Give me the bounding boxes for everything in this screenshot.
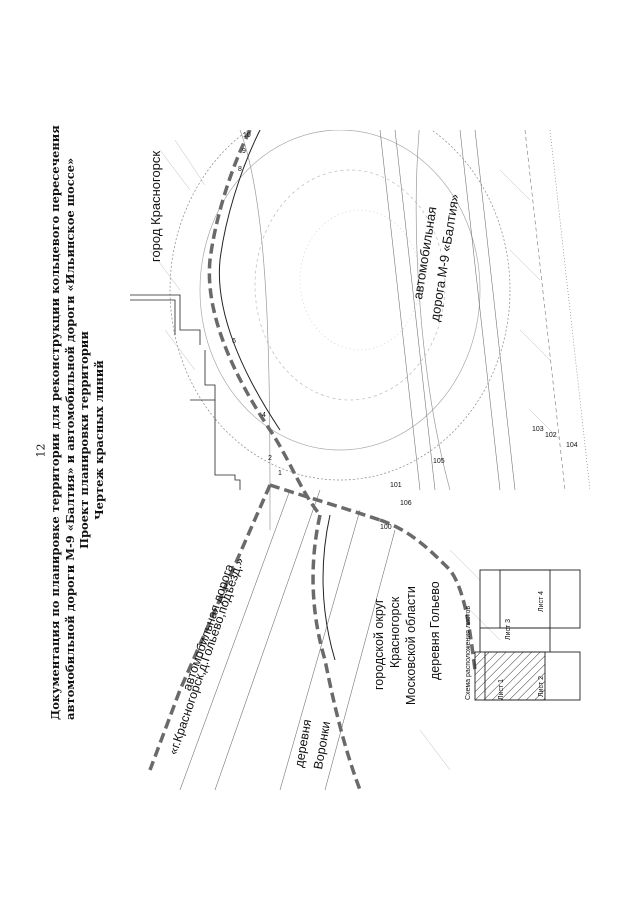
point-number: 2: [268, 455, 272, 462]
terrain-hatching: [149, 139, 561, 771]
golyevo-village-label: деревня Гольево: [428, 581, 442, 680]
point-number: 106: [400, 500, 412, 507]
point-number: 8: [238, 166, 242, 173]
point-number: 104: [566, 442, 578, 449]
point-number: 10: [243, 132, 251, 139]
red-line-boundary-thin: [218, 130, 336, 661]
inset-title: Схема расположения листов: [465, 605, 472, 700]
red-line-boundary: [148, 130, 477, 790]
city-label: город Красногорск: [148, 150, 163, 262]
inset-sheet-1: Лист 1: [498, 678, 505, 700]
title-line-1: Документация по планировке территории дл…: [48, 125, 62, 720]
golyevo-road-lanes: [179, 489, 396, 790]
district-label-line-1: городской округ: [372, 598, 386, 690]
roundabout: [169, 130, 511, 531]
title-block: Документация по планировке территории дл…: [48, 125, 128, 720]
point-number: 102: [545, 432, 557, 439]
point-number: 6: [232, 338, 236, 345]
title-line-2: автомобильной дороги М-9 «Балтия» и авто…: [62, 157, 77, 720]
point-number: 103: [532, 426, 544, 433]
district-label-line-3: Московской области: [404, 586, 418, 705]
point-number: 105: [433, 458, 445, 465]
baltia-highway-lanes: [379, 130, 590, 491]
point-number: 1: [278, 470, 282, 477]
inset-sheet-3: Лист 3: [505, 618, 512, 640]
building-outline: [130, 294, 241, 490]
title-line-4: Чертеж красных линий: [91, 360, 106, 520]
inset-sheet-2: Лист 2: [538, 675, 545, 697]
map-drawing: [130, 130, 590, 790]
inset-sheet-scheme: [474, 569, 581, 701]
district-label-line-2: Красногорск: [388, 596, 402, 668]
point-number: 4: [262, 412, 266, 419]
point-number: 9: [242, 148, 246, 155]
title-line-3: Проект планировки территории: [77, 331, 91, 549]
inset-sheet-4: Лист 4: [538, 590, 545, 612]
point-number: 101: [390, 482, 402, 489]
point-number: 100: [380, 524, 392, 531]
page-number: 12: [34, 443, 48, 458]
